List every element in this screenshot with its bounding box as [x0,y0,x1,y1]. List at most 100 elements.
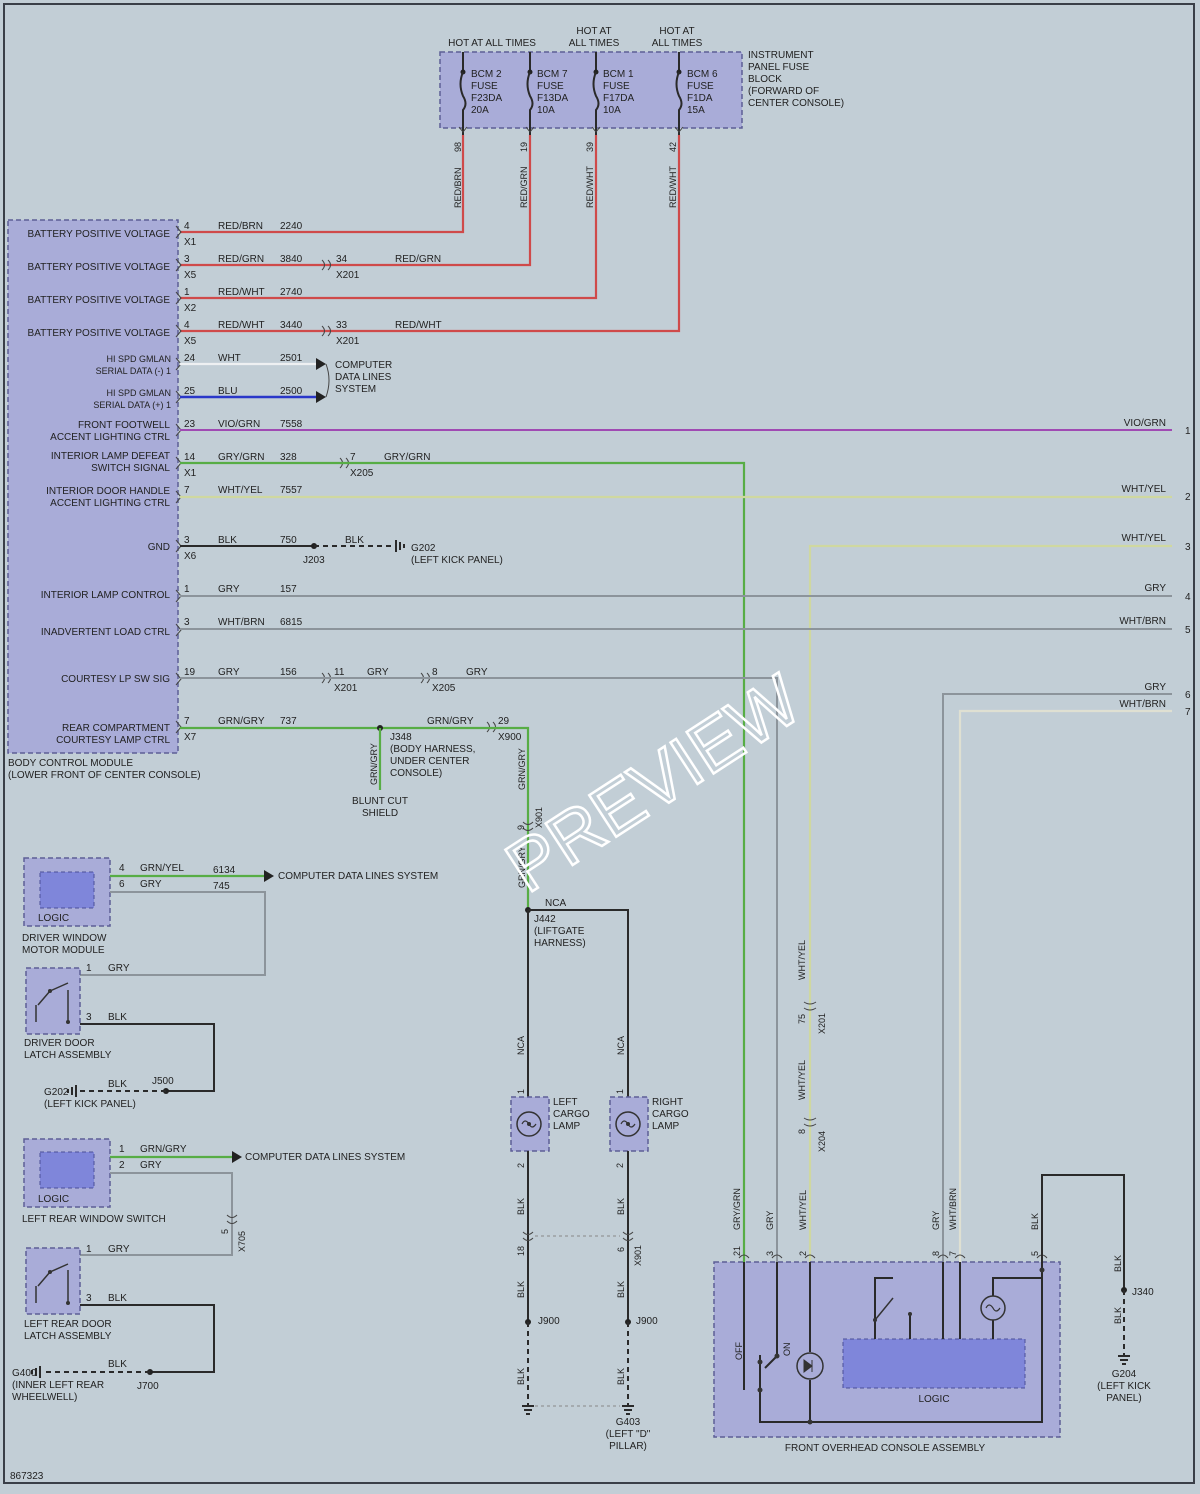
driver-latch-splice: J500 [152,1076,174,1087]
overhead-name: FRONT OVERHEAD CONSOLE ASSEMBLY [785,1443,986,1454]
ground-g202-icon [395,540,405,552]
left-rear-latch-splice: J700 [137,1381,159,1392]
wire-gry-grn-328 [180,461,746,1262]
left-rear-window-color1: GRN/GRY [140,1144,187,1155]
x901-conn: X901 [534,807,544,828]
driver-latch-gnd-color: BLK [108,1079,127,1090]
bcm-pin-4: 24 [184,353,196,364]
wire-wht-yel-3 [808,544,1172,1262]
overhead-on: ON [782,1343,792,1357]
overhead-off: OFF [734,1342,744,1360]
bcm-conn-2: X2 [184,303,197,314]
fuse-bcm2-line1: BCM 2 [471,69,502,80]
blunt-cut-2: SHIELD [362,808,398,819]
bcm-pin-9: 3 [184,535,190,546]
driver-window-circuit2: 745 [213,881,230,892]
computer-data-2: DATA LINES [335,372,392,383]
driver-window-logic-label: LOGIC [38,913,69,924]
bcm-circuit-4: 2501 [280,353,303,364]
bcm-signal-2: BATTERY POSITIVE VOLTAGE [28,295,171,306]
bcm-circuit-6: 7558 [280,419,303,430]
fuse-bcm2-line3: F23DA [471,93,502,104]
fuse-bcm2: BCM 2 FUSE F23DA 20A [459,69,502,135]
computer-data-1: COMPUTER [335,360,392,371]
fuse-block-name-1: INSTRUMENT [748,50,814,61]
bcm-circuit-0: 2240 [280,221,303,232]
driver-window-circuit1: 6134 [213,865,236,876]
bcm-after-color-1: RED/GRN [395,254,441,265]
bcm-inline-pin-12: 11 [334,667,345,678]
fuse-block-name-4: (FORWARD OF [748,86,819,97]
bcm-color-9: BLK [218,535,237,546]
right-cargo-bottom-color: BLK [616,1368,626,1385]
left-rear-window-pin1: 1 [119,1144,125,1155]
bcm-circuit-1: 3840 [280,254,303,265]
left-cargo-x901-pin: 18 [516,1246,526,1256]
left-rear-window-dest: COMPUTER DATA LINES SYSTEM [245,1152,405,1163]
bcm-circuit-8: 7557 [280,485,303,496]
bcm-name-1: BODY CONTROL MODULE [8,758,133,769]
wire-blk-g403 [527,1322,629,1405]
x201-x204-connector-symbols [803,1001,817,1127]
bcm-pin-2: 1 [184,287,190,298]
g204-line2: PANEL) [1106,1393,1141,1404]
ground-g202-left-icon [67,1085,77,1097]
bcm-inline-pin-13: 29 [498,716,510,727]
driver-window-motor-module: LOGIC DRIVER WINDOW MOTOR MODULE 4 GRN/Y… [22,857,438,956]
bcm-mid-color-12: GRY [367,667,389,678]
right-num-1: 1 [1185,426,1191,437]
wire-gry-156 [180,677,778,1262]
bcm-inline-pin-7: 7 [350,452,356,463]
overhead-color-21: GRY/GRN [732,1188,742,1230]
bcm-signal-11: INADVERTENT LOAD CTRL [41,627,171,638]
bcm-color-13: GRN/GRY [218,716,265,727]
fuse-bcm1-line1: BCM 1 [603,69,634,80]
bcm-circuit-7: 328 [280,452,297,463]
fuse-block-name-3: BLOCK [748,74,782,85]
bcm-signal-12: COURTESY LP SW SIG [61,674,170,685]
fuse-wire-color-2: RED/GRN [519,166,529,208]
x705-pin: 5 [220,1229,230,1234]
driver-latch-ground: G202 [44,1087,69,1098]
left-cargo-bottom-color: BLK [516,1368,526,1385]
bcm-color-1: RED/GRN [218,254,264,265]
fuse-bcm7-line4: 10A [537,105,555,116]
driver-window-pin2: 6 [119,879,125,890]
wire-gry-lrw [80,1172,233,1256]
right-cargo-3: LAMP [652,1121,680,1132]
doc-number: 867323 [10,1471,44,1482]
x201-upper-color: WHT/YEL [797,940,807,980]
fuse-bcm7-line3: F13DA [537,93,568,104]
hot-label-1: HOT AT ALL TIMES [448,38,536,49]
j348-branch-color: GRN/GRY [369,743,379,785]
driver-window-color1: GRN/YEL [140,863,184,874]
fuse-bcm7-line1: BCM 7 [537,69,568,80]
hot-label-3b: ALL TIMES [652,38,703,49]
left-cargo-color: BLK [516,1198,526,1215]
driver-window-logic [39,871,95,909]
fuse-bcm1-line4: 10A [603,105,621,116]
bcm-name-2: (LOWER FRONT OF CENTER CONSOLE) [8,770,201,781]
driver-latch-pin2: 3 [86,1012,92,1023]
wire-gry-745 [80,891,266,976]
wire-wht-brn-7 [958,709,1172,1262]
fuse-bcm6-line2: FUSE [687,81,714,92]
left-rear-window-logic [39,1151,95,1189]
overhead-pin-7: 7 [948,1251,958,1256]
bcm-inline-conn-7: X205 [350,468,374,479]
wire-red-brn-2240 [180,135,465,234]
fuse-wire-color-4: RED/WHT [668,166,678,208]
data-arrow-icon [232,1151,242,1163]
x901-color-above: GRN/GRY [517,748,527,790]
overhead-logic [842,1338,1026,1389]
fuse-bcm2-line2: FUSE [471,81,498,92]
right-num-6: 6 [1185,690,1191,701]
bcm-color-12: GRY [218,667,240,678]
x901-color: GRN/GRY [517,846,527,888]
wire-blk-g204 [1041,1174,1125,1290]
bcm-pin-7: 14 [184,452,196,463]
led-icon [796,1352,824,1380]
driver-latch-name-1: DRIVER DOOR [24,1038,95,1049]
bcm-signal-13a: REAR COMPARTMENT [62,723,170,734]
